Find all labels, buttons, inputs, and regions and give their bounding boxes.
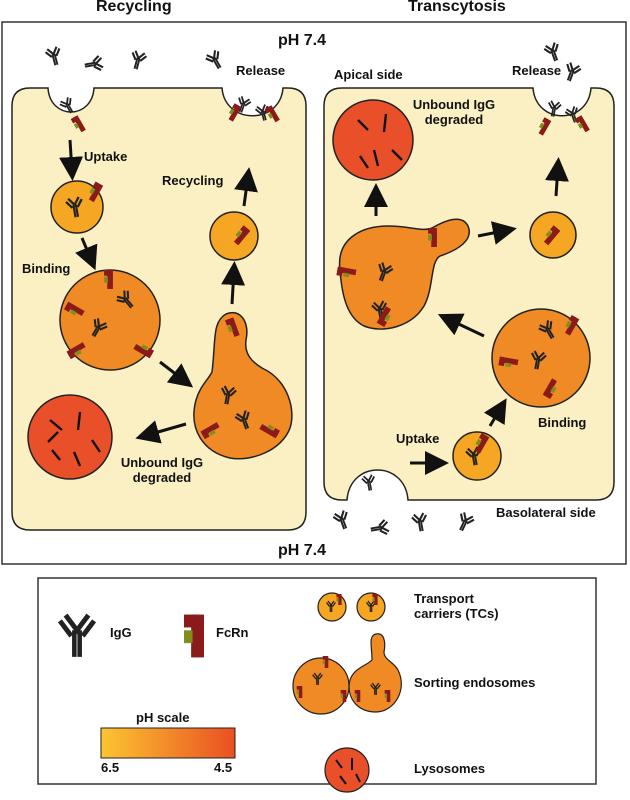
legend-igg-label: IgG bbox=[110, 625, 132, 640]
arrow-t-binding bbox=[483, 398, 507, 427]
arrow-to-lysosome bbox=[135, 420, 187, 444]
recycling-sorting-endosome bbox=[193, 311, 293, 460]
transcytosis-degraded-line-2: degraded bbox=[424, 111, 484, 127]
transcytosis-title: Transcytosis bbox=[408, 0, 506, 15]
transcytosis-release-label: Release bbox=[512, 63, 562, 78]
arrow-t-release bbox=[545, 157, 569, 197]
recycling-carrier bbox=[209, 211, 259, 261]
transcytosis-degraded-line-1: Unbound IgG bbox=[412, 97, 496, 112]
ph-scale-low: 6.5 bbox=[101, 760, 120, 775]
ph-bottom-label: pH 7.4 bbox=[278, 542, 327, 559]
basolateral-side-label: Basolateral side bbox=[496, 505, 596, 520]
arrows bbox=[59, 139, 569, 475]
recycling-degraded-line-2: degraded bbox=[132, 469, 192, 485]
transcytosis-binding-label: Binding bbox=[538, 415, 587, 430]
recycling-release-label: Release bbox=[236, 63, 286, 78]
recycling-degraded-line-1: Unbound IgG bbox=[120, 455, 204, 470]
transcytosis-degraded-label: Unbound IgG degraded bbox=[404, 97, 504, 128]
legend-fcrn-label: FcRn bbox=[216, 625, 249, 640]
recycling-title: Recycling bbox=[96, 0, 172, 15]
lysosome-fragments bbox=[47, 113, 403, 467]
legend-lysosome bbox=[324, 747, 370, 793]
ph-top-label: pH 7.4 bbox=[278, 32, 327, 49]
transcytosis-uptake-label: Uptake bbox=[396, 431, 440, 446]
legend-tcs-line-1: Transport bbox=[414, 591, 474, 606]
legend-tcs-label: Transport carriers (TCs) bbox=[414, 591, 499, 622]
ph-scale-title: pH scale bbox=[136, 710, 190, 725]
apical-side-label: Apical side bbox=[334, 67, 403, 82]
recycling-uptake-label: Uptake bbox=[84, 149, 128, 164]
arrow-release bbox=[234, 167, 258, 207]
legend-tcs-line-2: carriers (TCs) bbox=[414, 605, 499, 621]
arrow-t-to-sorting bbox=[437, 313, 485, 338]
recycling-binding-label: Binding bbox=[22, 261, 71, 276]
ph-scale-high: 4.5 bbox=[214, 760, 233, 775]
recycling-recycling-label: Recycling bbox=[162, 173, 224, 188]
recycling-lysosome bbox=[27, 394, 113, 480]
recycling-degraded-label: Unbound IgG degraded bbox=[112, 455, 212, 486]
arrow-to-sorting bbox=[159, 360, 194, 388]
arrow-to-recycling bbox=[221, 261, 246, 305]
legend-sorting-label: Sorting endosomes bbox=[414, 675, 536, 690]
legend-tc-2 bbox=[356, 592, 386, 622]
ph-scale-bar bbox=[100, 727, 236, 759]
legend-lysosomes-label: Lysosomes bbox=[414, 761, 486, 776]
arrow-uptake bbox=[59, 139, 84, 181]
arrow-t-to-carrier bbox=[477, 221, 517, 245]
transcytosis-lysosome bbox=[332, 99, 414, 181]
transcytosis-binding-endosome bbox=[491, 308, 591, 408]
arrow-to-binding bbox=[75, 237, 98, 271]
